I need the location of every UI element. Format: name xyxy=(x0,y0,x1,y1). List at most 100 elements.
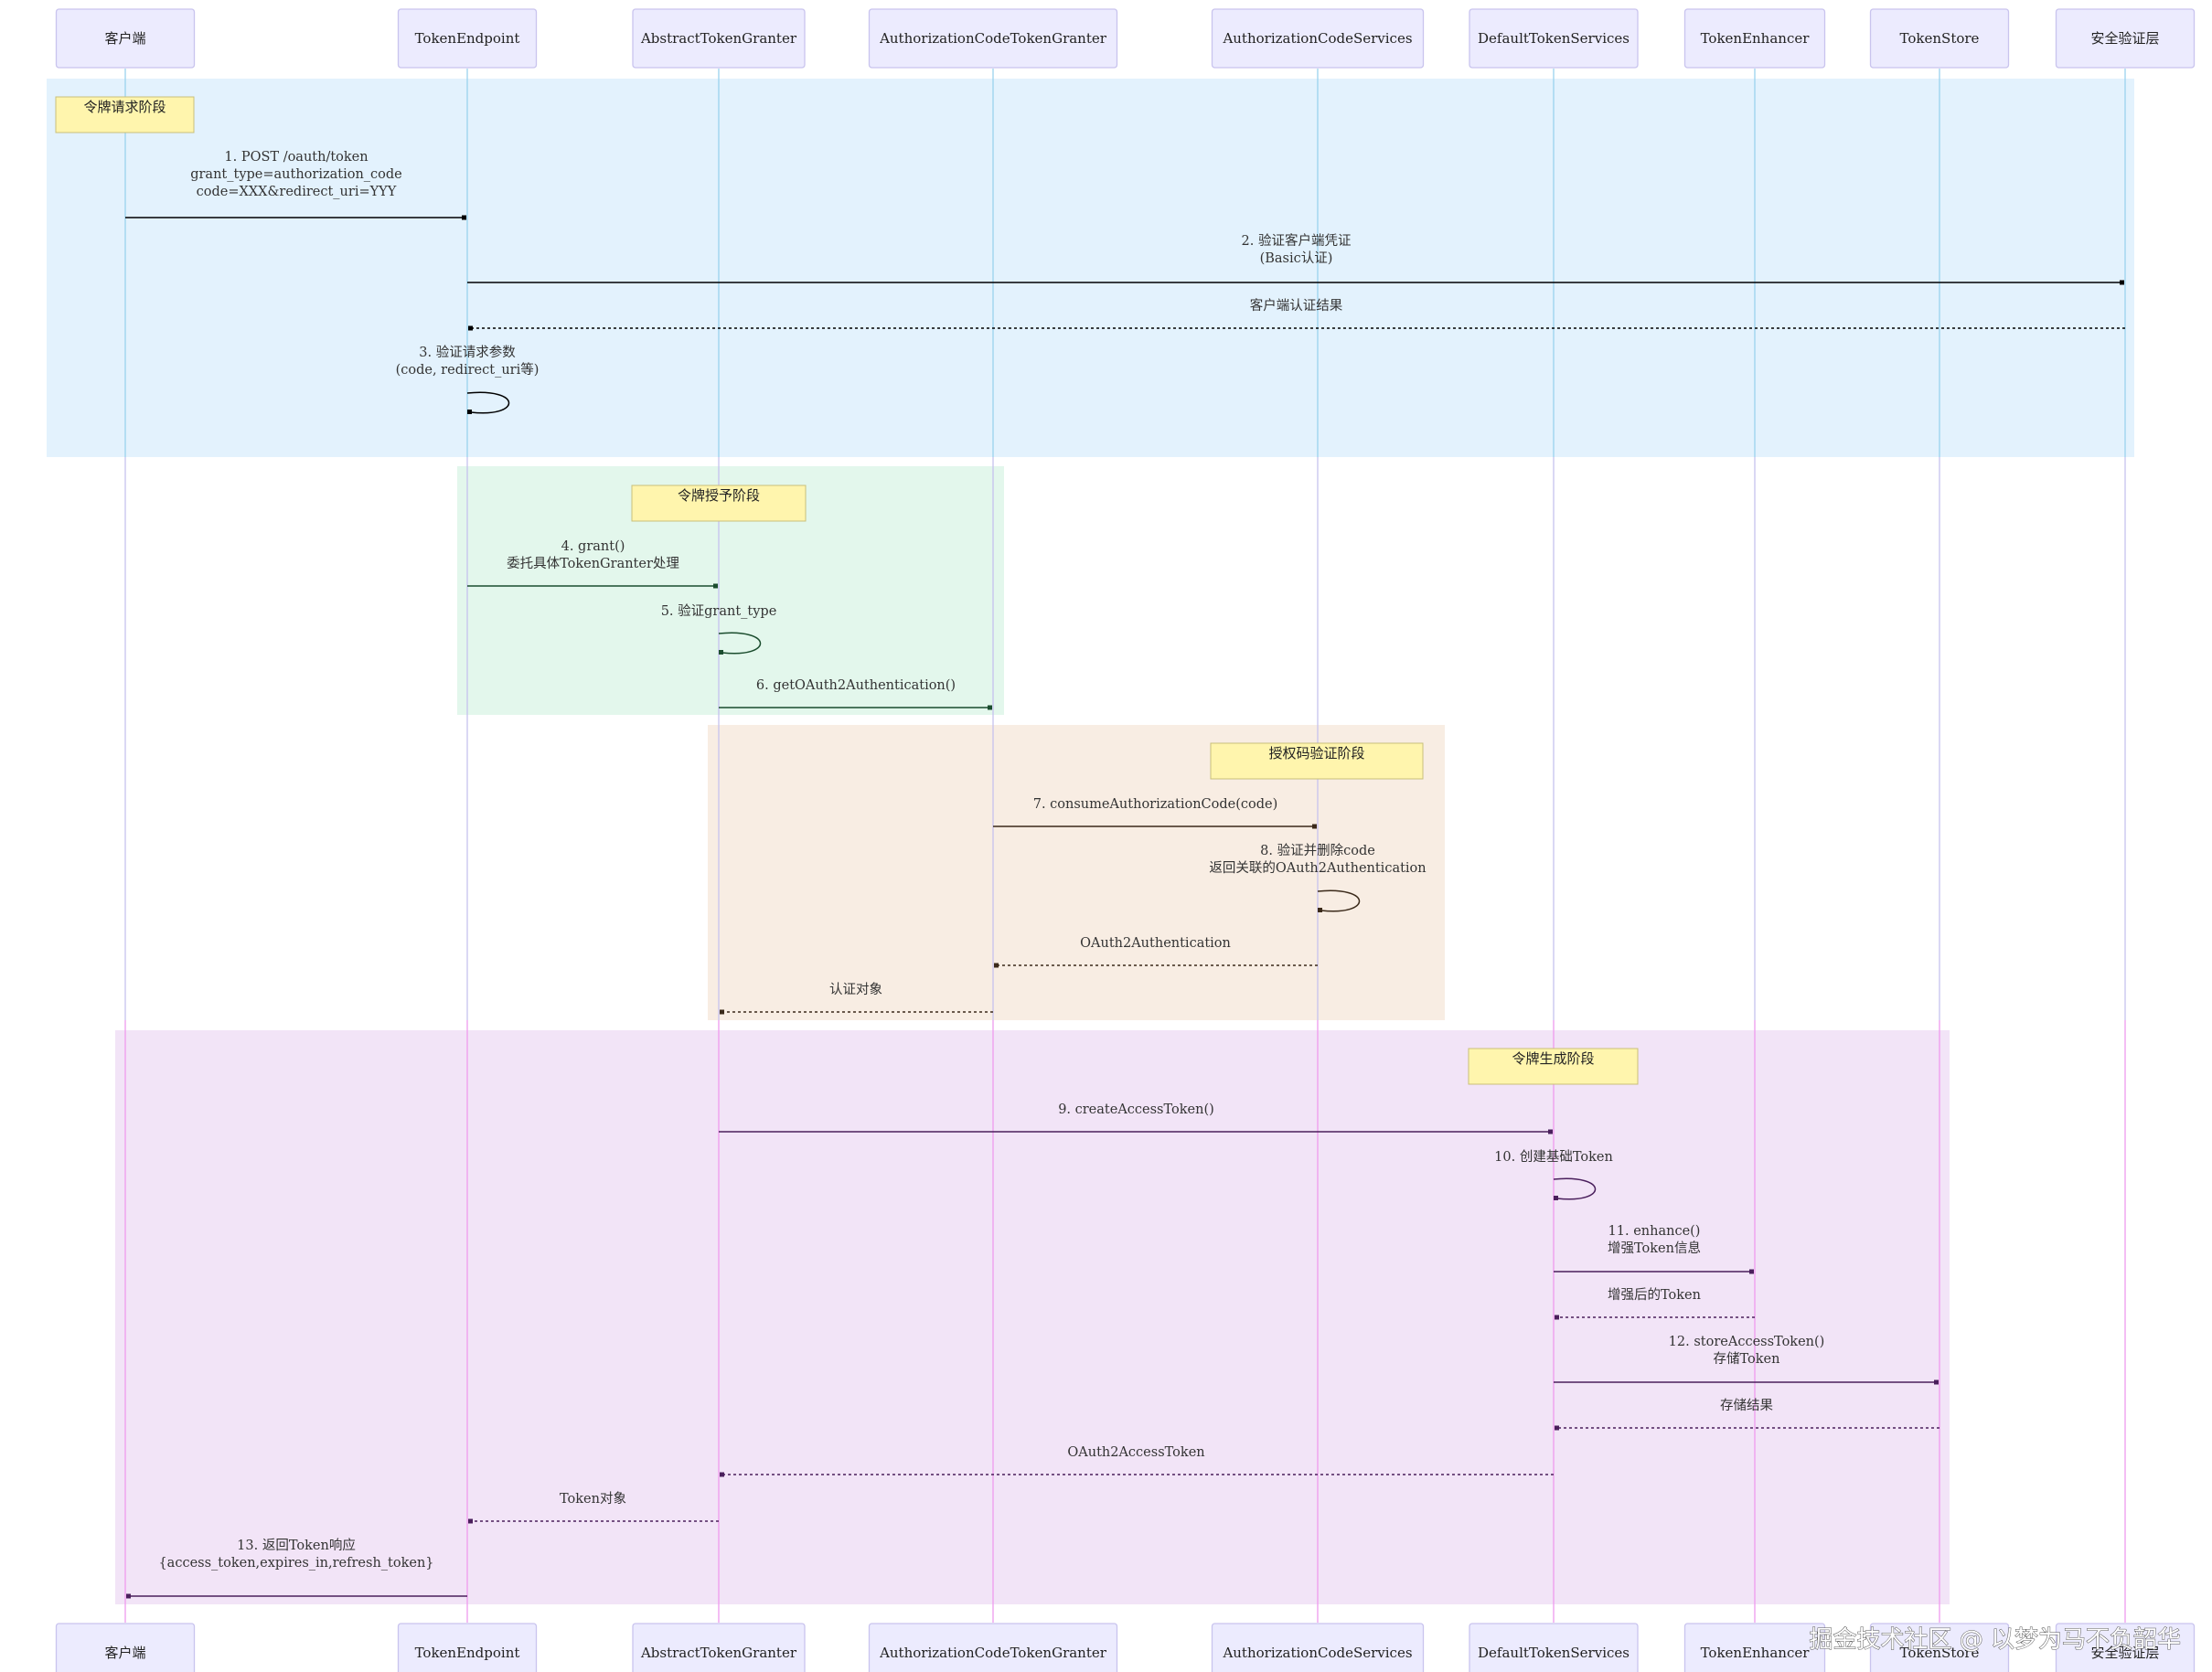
actor-label: DefaultTokenServices xyxy=(1478,30,1630,47)
message-label: grant_type=authorization_code xyxy=(190,167,402,182)
message-label: 12. storeAccessToken() xyxy=(1669,1335,1825,1349)
message-label: 6. getOAuth2Authentication() xyxy=(756,678,956,693)
phase-note-label: 令牌请求阶段 xyxy=(83,99,166,115)
message-label: 9. createAccessToken() xyxy=(1058,1102,1214,1117)
message-label: 2. 验证客户端凭证 xyxy=(1242,233,1352,249)
actor-label: AbstractTokenGranter xyxy=(640,30,797,47)
actor-boxes: 客户端客户端TokenEndpointTokenEndpointAbstract… xyxy=(55,8,2196,1672)
actor-box-top xyxy=(397,8,538,69)
actor-label: 安全验证层 xyxy=(2090,1645,2159,1661)
message-label: 3. 验证请求参数 xyxy=(419,345,516,360)
message-label: 13. 返回Token响应 xyxy=(237,1537,356,1553)
actor-label: TokenEndpoint xyxy=(415,1645,520,1661)
arrowhead xyxy=(468,1518,473,1524)
actor-label: AbstractTokenGranter xyxy=(640,1645,797,1661)
actor-box-top xyxy=(55,8,196,69)
arrowhead xyxy=(720,1009,724,1015)
arrowhead xyxy=(994,963,999,968)
actor-label: AuthorizationCodeTokenGranter xyxy=(879,30,1107,47)
actor-label: TokenEnhancer xyxy=(1701,1645,1811,1661)
actor-label: TokenEndpoint xyxy=(415,30,520,47)
phase-region xyxy=(47,79,2134,457)
actor-label: 客户端 xyxy=(104,30,145,47)
arrowhead xyxy=(467,410,472,414)
actor-box-top xyxy=(1211,8,1425,69)
message-label: (code, redirect_uri等) xyxy=(396,361,540,378)
arrowhead xyxy=(1555,1315,1559,1320)
actor-box-top xyxy=(2055,8,2196,69)
message-label: 8. 验证并删除code xyxy=(1260,843,1375,858)
watermark: 掘金技术社区 @ 以梦为马不负韶华 xyxy=(1809,1626,2181,1654)
arrowhead xyxy=(468,325,473,331)
self-message-arrow xyxy=(1317,889,1361,912)
phase-backgrounds xyxy=(47,79,2134,1604)
phase-note xyxy=(1468,1048,1639,1085)
arrowhead xyxy=(720,1472,724,1477)
actor-box-top xyxy=(1469,8,1639,69)
actor-box-top xyxy=(1869,8,2010,69)
actor-box-bottom xyxy=(1683,1623,1826,1672)
message-label: 增强Token信息 xyxy=(1608,1241,1701,1256)
actor-label: DefaultTokenServices xyxy=(1478,1645,1630,1661)
message-label: OAuth2AccessToken xyxy=(1067,1445,1204,1460)
actor-label: AuthorizationCodeServices xyxy=(1222,1645,1412,1661)
message-label: OAuth2Authentication xyxy=(1080,936,1231,951)
actor-box-top xyxy=(632,8,806,69)
actor-box-bottom xyxy=(1211,1623,1425,1672)
lifelines xyxy=(124,69,2126,1623)
actor-box-bottom xyxy=(868,1623,1118,1672)
arrowhead xyxy=(126,1593,131,1599)
message-label: 存储结果 xyxy=(1720,1398,1773,1413)
actor-box-bottom xyxy=(2055,1623,2196,1672)
arrowhead xyxy=(462,215,466,220)
message-label: 委托具体TokenGranter处理 xyxy=(507,556,679,571)
message-label: (Basic认证) xyxy=(1260,250,1333,266)
arrowhead xyxy=(2120,280,2124,285)
message-label: 5. 验证grant_type xyxy=(661,603,777,619)
message-label: Token对象 xyxy=(560,1491,626,1507)
actor-box-bottom xyxy=(397,1623,538,1672)
self-message-arrow xyxy=(1553,1177,1597,1200)
arrowhead xyxy=(988,705,992,710)
message-label: 11. enhance() xyxy=(1608,1224,1701,1239)
message-label: 4. grant() xyxy=(561,539,625,554)
phase-note xyxy=(1210,742,1424,780)
self-message-arrow xyxy=(466,391,510,414)
phase-note xyxy=(55,96,195,133)
message-label: {access_token,expires_in,refresh_token} xyxy=(158,1556,433,1571)
actor-box-top xyxy=(868,8,1118,69)
arrowhead xyxy=(1934,1379,1939,1385)
actor-label: TokenStore xyxy=(1900,30,1980,47)
arrowhead xyxy=(1749,1269,1754,1274)
message-label: 存储Token xyxy=(1714,1351,1780,1367)
message-label: code=XXX&redirect_uri=YYY xyxy=(197,185,397,199)
arrowhead xyxy=(713,583,718,589)
actor-box-bottom xyxy=(632,1623,806,1672)
self-message-arrow xyxy=(718,632,762,655)
actor-box-top xyxy=(1683,8,1826,69)
actor-box-bottom xyxy=(1869,1623,2010,1672)
phase-note-label: 令牌生成阶段 xyxy=(1512,1050,1594,1067)
arrowhead xyxy=(1312,824,1317,829)
message-label: 1. POST /oauth/token xyxy=(224,150,368,165)
actor-box-bottom xyxy=(1469,1623,1639,1672)
message-label: 增强后的Token xyxy=(1608,1287,1701,1303)
message-label: 7. consumeAuthorizationCode(code) xyxy=(1033,797,1278,812)
phase-note xyxy=(631,485,807,522)
actor-box-bottom xyxy=(55,1623,196,1672)
arrowhead xyxy=(1555,1425,1559,1431)
actor-label: TokenEnhancer xyxy=(1701,30,1811,47)
phase-note-label: 令牌授予阶段 xyxy=(678,487,760,504)
actor-label: 安全验证层 xyxy=(2090,30,2159,47)
actor-label: TokenStore xyxy=(1900,1645,1980,1661)
actor-label: AuthorizationCodeTokenGranter xyxy=(879,1645,1107,1661)
messages: 1. POST /oauth/token grant_type=authoriza… xyxy=(125,150,2125,1599)
actor-label: 客户端 xyxy=(104,1645,145,1661)
message-label: 返回关联的OAuth2Authentication xyxy=(1209,860,1426,876)
arrowhead xyxy=(1554,1196,1558,1200)
actor-label: AuthorizationCodeServices xyxy=(1222,30,1412,47)
phase-note-label: 授权码验证阶段 xyxy=(1268,745,1364,761)
message-label: 认证对象 xyxy=(829,982,882,997)
